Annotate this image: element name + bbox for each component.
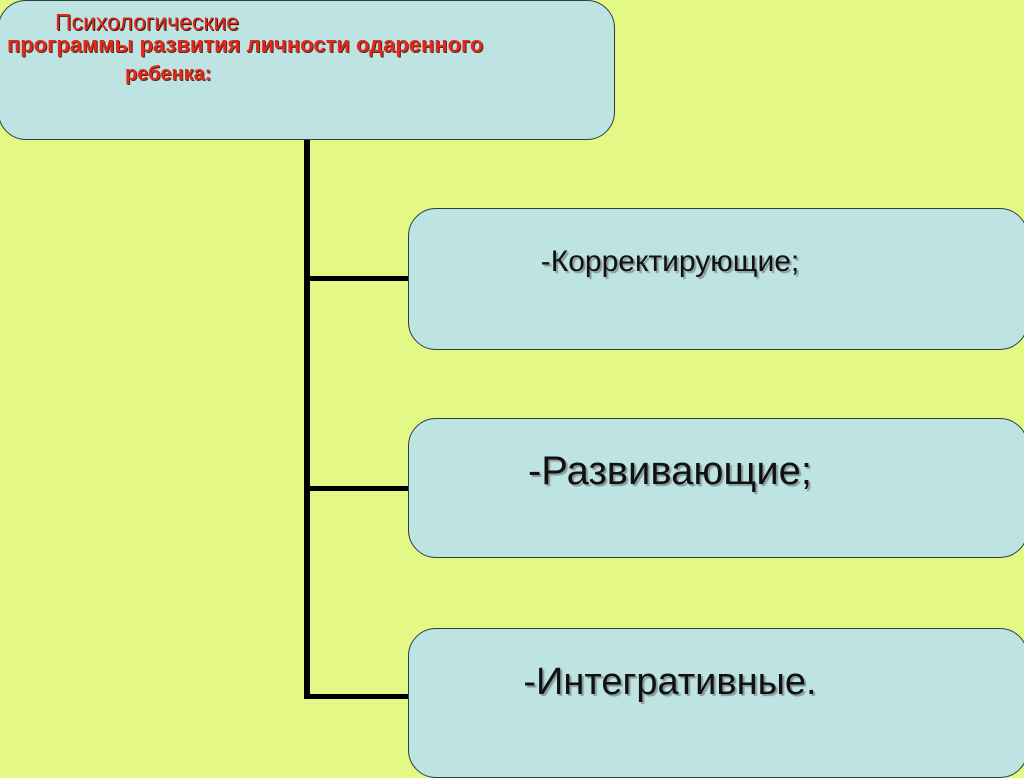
title-line-1: Психологические bbox=[55, 9, 240, 35]
item-box-developing: -Развивающие; bbox=[408, 418, 1024, 558]
item-box-corrective: -Корректирующие; bbox=[408, 208, 1024, 350]
connector-branch-2 bbox=[304, 486, 410, 491]
item-label-developing: -Развивающие; bbox=[527, 449, 813, 493]
connector-branch-3 bbox=[304, 694, 410, 699]
title-line-2: программы развития личности одаренного bbox=[7, 32, 484, 57]
connector-branch-1 bbox=[304, 276, 410, 281]
connector-trunk bbox=[304, 139, 310, 698]
item-box-integrative: -Интегративные. bbox=[408, 628, 1024, 778]
item-label-corrective: -Корректирующие; bbox=[540, 245, 800, 278]
title-line-3: ребенка: bbox=[125, 63, 212, 85]
title-box: Психологические программы развития лично… bbox=[0, 0, 615, 140]
item-label-integrative: -Интегративные. bbox=[523, 661, 817, 703]
